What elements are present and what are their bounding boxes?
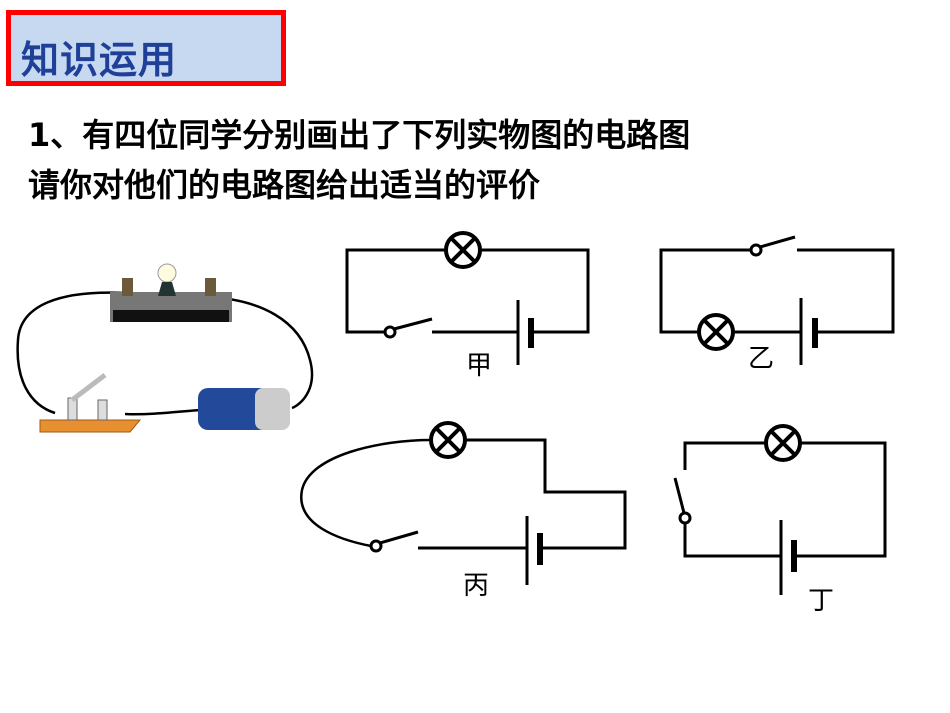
section-title-box: 知识运用	[6, 10, 286, 86]
lamp-icon	[444, 231, 482, 269]
battery	[198, 388, 290, 430]
circuit-label-jia: 甲	[466, 351, 493, 381]
question-line-1: 1、有四位同学分别画出了下列实物图的电路图	[28, 116, 691, 154]
circuit-label-bing: 丙	[463, 571, 490, 601]
circuit-ding	[673, 424, 887, 595]
circuit-label-ding: 丁	[808, 586, 835, 616]
physical-circuit-illustration	[16, 263, 314, 433]
lamp-icon	[429, 421, 467, 459]
switch-knife	[39, 373, 142, 433]
lamp-icon	[697, 313, 735, 351]
circuit-jia	[345, 231, 590, 365]
circuit-label-yi: 乙	[748, 344, 775, 374]
section-title: 知识运用	[21, 38, 178, 82]
circuit-yi	[659, 235, 895, 365]
circuit-bing	[300, 421, 627, 585]
lamp-icon	[764, 424, 802, 462]
lamp-holder	[110, 263, 232, 322]
question-line-2: 请你对他们的电路图给出适当的评价	[28, 166, 541, 204]
